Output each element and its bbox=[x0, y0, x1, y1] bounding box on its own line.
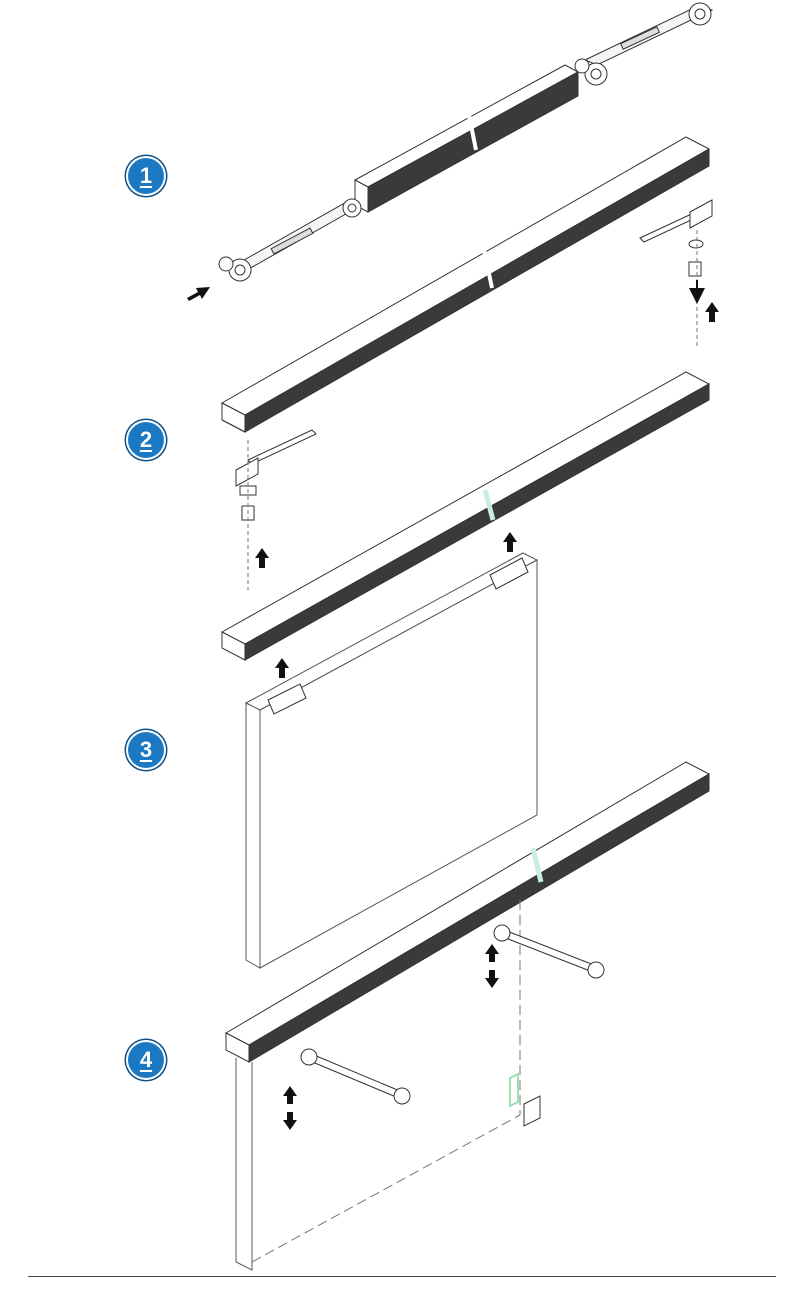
step4-rail bbox=[224, 761, 711, 1063]
end-stop-left bbox=[235, 429, 317, 590]
step3-rail bbox=[220, 371, 711, 661]
wrench-icon bbox=[300, 1048, 411, 1105]
step4-door-panel bbox=[235, 900, 541, 1271]
step-4-badge: 4 bbox=[126, 1040, 166, 1080]
step1-trolley-right bbox=[574, 2, 714, 86]
up-down-arrow-icon bbox=[485, 944, 499, 988]
step3-door-panel bbox=[244, 552, 539, 969]
step2-rail bbox=[220, 136, 711, 433]
step1-rail-segment-upper bbox=[353, 64, 580, 213]
step-1-badge: 1 bbox=[126, 156, 166, 196]
step-1-number: 1 bbox=[139, 163, 153, 188]
up-arrow-icon bbox=[255, 548, 269, 568]
wrench-icon bbox=[493, 924, 605, 979]
footer-divider bbox=[28, 1276, 776, 1277]
step-2-number: 2 bbox=[139, 427, 153, 452]
push-arrow-icon bbox=[187, 287, 210, 301]
up-arrow-icon bbox=[275, 658, 289, 678]
step-2-badge: 2 bbox=[126, 420, 166, 460]
step1-trolley-left bbox=[218, 198, 362, 282]
step-4-number: 4 bbox=[139, 1047, 153, 1072]
up-arrow-icon bbox=[503, 532, 517, 552]
step-3-badge: 3 bbox=[126, 730, 166, 770]
up-down-arrow-icon bbox=[283, 1086, 297, 1130]
up-arrow-icon bbox=[705, 302, 719, 322]
end-stop-right bbox=[639, 199, 713, 348]
step-3-number: 3 bbox=[139, 737, 153, 762]
